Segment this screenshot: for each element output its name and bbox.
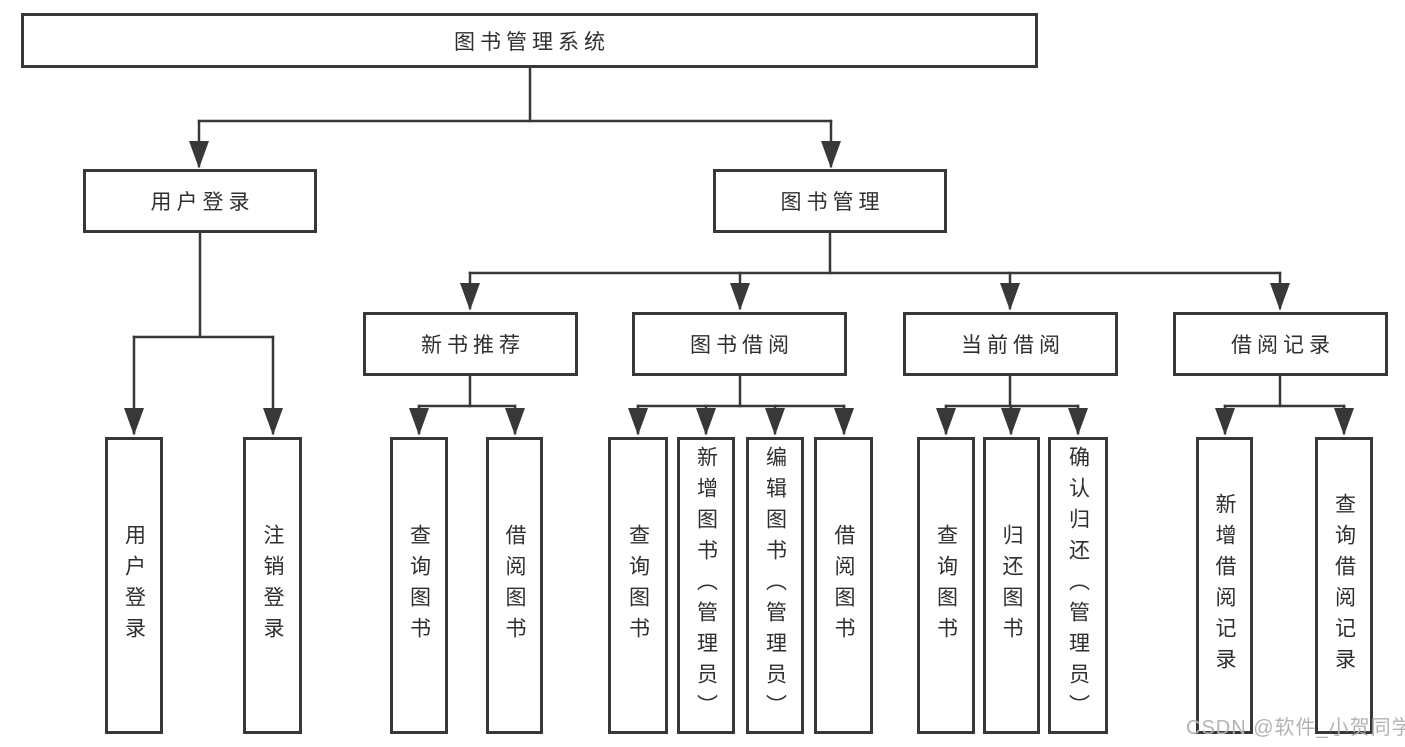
node-root: 图书管理系统 <box>21 13 1038 68</box>
leaf-edit-book-admin: 编辑图书（管理员） <box>746 437 804 734</box>
leaf-return-book-label: 归还图书 <box>1000 523 1023 648</box>
leaf-user-login-label: 用户登录 <box>122 523 146 648</box>
leaf-query-book-current-label: 查询图书 <box>934 523 958 648</box>
node-new-book-recommend: 新书推荐 <box>363 312 578 376</box>
watermark: CSDN @软件_小贺同学 <box>1186 717 1405 739</box>
leaf-query-book-borrow: 查询图书 <box>608 437 668 734</box>
leaf-borrow-book-recommend-label: 借阅图书 <box>503 523 526 648</box>
node-book-borrow: 图书借阅 <box>632 312 847 376</box>
leaf-query-book-recommend-label: 查询图书 <box>407 523 431 648</box>
node-book-management: 图书管理 <box>713 169 947 233</box>
leaf-edit-book-admin-label: 编辑图书（管理员） <box>763 446 787 725</box>
leaf-query-book-current: 查询图书 <box>917 437 975 734</box>
leaf-add-book-admin-label: 新增图书（管理员） <box>694 446 718 725</box>
leaf-query-borrow-record: 查询借阅记录 <box>1315 437 1373 734</box>
node-borrow-records: 借阅记录 <box>1173 312 1388 376</box>
leaf-confirm-return-admin: 确认归还（管理员） <box>1048 437 1108 734</box>
leaf-borrow-book-borrow: 借阅图书 <box>814 437 873 734</box>
leaf-return-book: 归还图书 <box>983 437 1040 734</box>
leaf-logout-login-label: 注销登录 <box>261 523 284 648</box>
leaf-query-book-borrow-label: 查询图书 <box>626 523 650 648</box>
leaf-logout-login: 注销登录 <box>243 437 302 734</box>
leaf-borrow-book-borrow-label: 借阅图书 <box>832 523 855 648</box>
leaf-query-borrow-record-label: 查询借阅记录 <box>1332 492 1356 679</box>
leaf-user-login: 用户登录 <box>105 437 163 734</box>
node-user-login: 用户登录 <box>83 169 317 233</box>
leaf-borrow-book-recommend: 借阅图书 <box>486 437 543 734</box>
leaf-add-borrow-record-label: 新增借阅记录 <box>1213 492 1236 679</box>
node-current-borrow: 当前借阅 <box>903 312 1118 376</box>
leaf-query-book-recommend: 查询图书 <box>390 437 448 734</box>
leaf-add-borrow-record: 新增借阅记录 <box>1196 437 1253 734</box>
leaf-confirm-return-admin-label: 确认归还（管理员） <box>1066 446 1090 725</box>
leaf-add-book-admin: 新增图书（管理员） <box>677 437 735 734</box>
